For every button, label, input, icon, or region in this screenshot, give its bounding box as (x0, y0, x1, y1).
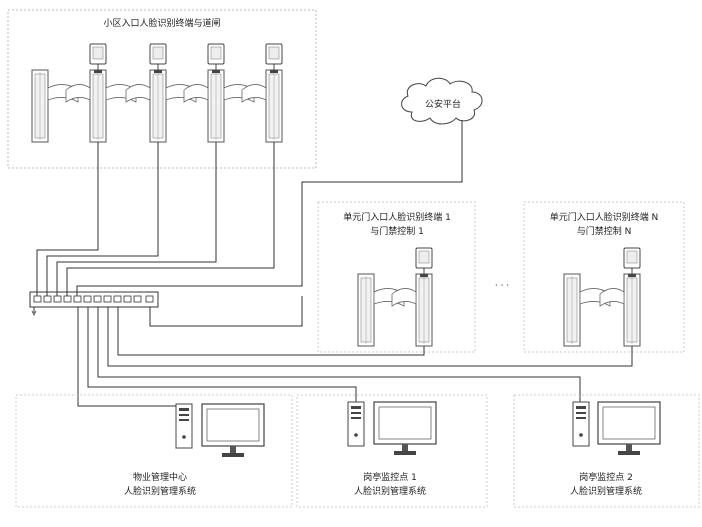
turnstile-icon (563, 273, 641, 347)
police-platform-label: 公安平台 (425, 98, 461, 110)
unit-door-1-line2: 与门禁控制 1 (370, 225, 424, 237)
property-center-line2: 人脸识别管理系统 (124, 485, 196, 497)
monitor-icon (373, 401, 437, 456)
computer-tower-icon (175, 403, 193, 449)
connection-lines (36, 120, 633, 407)
turnstile-icon (31, 69, 283, 143)
monitor-icon (597, 401, 661, 456)
guard-post-1-group: 岗亭监控点 1 人脸识别管理系统 (296, 394, 488, 508)
unit-door-n-group: 单元门入口人脸识别终端 N 与门禁控制 N (523, 201, 685, 353)
turnstile-icon (357, 273, 433, 347)
unit-door-n-line1: 单元门入口人脸识别终端 N (550, 211, 659, 223)
unit-door-1-line1: 单元门入口人脸识别终端 1 (343, 211, 451, 223)
face-terminal-icon (415, 247, 433, 278)
computer-tower-icon (572, 401, 590, 447)
computer-tower-icon (347, 401, 365, 447)
unit-door-n-line2: 与门禁控制 N (577, 225, 632, 237)
property-center-line1: 物业管理中心 (133, 471, 187, 483)
guard-post-2-line2: 人脸识别管理系统 (570, 485, 642, 497)
guard-post-2-line1: 岗亭监控点 2 (579, 471, 633, 483)
guard-post-1-line1: 岗亭监控点 1 (363, 471, 417, 483)
ellipsis: · · · (495, 281, 509, 291)
unit-door-1-group: 单元门入口人脸识别终端 1 与门禁控制 1 (317, 201, 476, 353)
property-center-group: 物业管理中心 人脸识别管理系统 (15, 394, 293, 508)
face-terminal-icon (623, 247, 641, 278)
entrance-group-title: 小区入口人脸识别终端与道闸 (103, 17, 220, 29)
guard-post-1-line2: 人脸识别管理系统 (354, 485, 426, 497)
entrance-group: 小区入口人脸识别终端与道闸 (7, 9, 317, 169)
network-switch-icon (29, 291, 159, 316)
monitor-icon (201, 403, 265, 458)
face-terminal-icon (89, 43, 283, 74)
guard-post-2-group: 岗亭监控点 2 人脸识别管理系统 (513, 394, 700, 508)
turnstile-wing-icon (65, 84, 267, 103)
cloud-icon: 公安平台 (401, 77, 483, 125)
